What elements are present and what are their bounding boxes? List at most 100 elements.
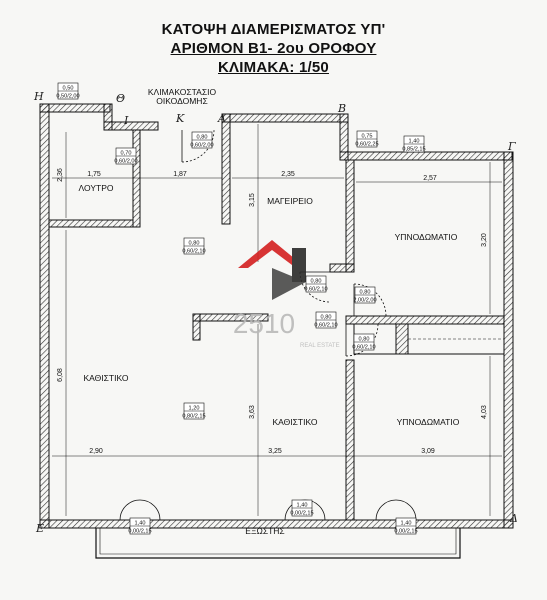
opening-box-top-text: 0,80 xyxy=(197,135,208,141)
wall-bath-bottom xyxy=(48,219,134,228)
plan-title-block: ΚΑΤΟΨΗ ΔΙΑΜΕΡΙΣΜΑΤΟΣ ΥΠ' ΑΡΙΘΜΟΝ Β1- 2ου… xyxy=(0,20,547,77)
logo-shape-icon xyxy=(272,268,306,300)
opening-box-bottom-text: 0,85/2,15 xyxy=(402,147,425,153)
plan-scale: ΚΛΙΜΑΚΑ: 1/50 xyxy=(218,59,329,76)
dim-bed2-width: 3,09 xyxy=(421,448,435,455)
dim-living-left-width: 2,90 xyxy=(89,448,103,455)
opening-box-o12: 1,40 0,00/2,15 xyxy=(128,517,152,535)
opening-box-bottom-text: 0,60/2,25 xyxy=(355,142,378,148)
wall-bed2-left xyxy=(345,359,355,521)
wall-kitchen-top xyxy=(221,113,349,123)
room-label-bedroom2: ΥΠΝΟΔΩΜΑΤΙΟ xyxy=(397,417,460,427)
dim-bath-height: 2,36 xyxy=(57,168,64,182)
corner-beta: Β xyxy=(337,102,346,115)
opening-box-top-text: 0,80 xyxy=(311,279,322,285)
dim-kitchen-height: 3,15 xyxy=(249,193,256,207)
opening-box-o13: 1,40 0,00/2,15 xyxy=(290,499,314,517)
dimension-lines xyxy=(52,124,502,516)
opening-box-bottom-text: 0,80/2,15 xyxy=(182,414,205,420)
dim-living-center-height: 3,63 xyxy=(249,405,256,419)
balcony-door-left xyxy=(119,499,161,521)
corner-epsilon: Ε xyxy=(35,522,44,535)
opening-box-o6: 0,80 0,60/2,10 xyxy=(182,237,206,255)
opening-box-bottom-text: 0,50/2,00 xyxy=(56,94,79,100)
room-label-living-left: ΚΑΘΙΣΤΙΚΟ xyxy=(84,373,129,383)
entrance-door-swing xyxy=(181,129,215,163)
opening-box-o3: 0,80 0,60/2,00 xyxy=(190,131,214,149)
corner-h: Η xyxy=(33,90,44,103)
dim-living-left-height: 6,08 xyxy=(57,368,64,382)
wall-kitchen-bottom xyxy=(329,263,355,273)
corner-kappa: Κ xyxy=(175,112,185,125)
room-label-balcony: ΕΞΩΣΤΗΣ xyxy=(245,526,284,536)
dim-hall-width: 1,87 xyxy=(173,171,187,178)
doors xyxy=(119,129,417,521)
opening-box-top-text: 1,40 xyxy=(135,521,146,527)
opening-box-top-text: 0,80 xyxy=(360,290,371,296)
opening-box-o10: 0,800,60/2,10 xyxy=(352,333,376,351)
room-label-bathroom: ΛΟΥΤΡΟ xyxy=(79,183,114,193)
logo-chimney-icon xyxy=(292,248,306,282)
opening-box-o1: 0,50 0,50/2,00 xyxy=(56,82,80,100)
room-label-stairwell-2: ΟΙΚΟΔΟΜΗΣ xyxy=(156,96,207,106)
wall-top-right xyxy=(339,151,513,161)
balcony-outline xyxy=(95,528,461,559)
opening-box-top-text: 0,80 xyxy=(359,337,370,343)
wall-kitchen-right xyxy=(345,159,355,273)
wall-bath-top xyxy=(103,121,159,131)
opening-box-bottom-text: 0,00/2,15 xyxy=(128,529,151,535)
room-label-bedroom1: ΥΠΝΟΔΩΜΑΤΙΟ xyxy=(395,232,458,242)
watermark-number: 2510 xyxy=(233,308,295,339)
corner-delta: Δ xyxy=(509,512,518,525)
plan-title: ΚΑΤΟΨΗ ΔΙΑΜΕΡΙΣΜΑΤΟΣ ΥΠ' xyxy=(161,21,386,38)
wall-kitchen-left xyxy=(221,113,231,225)
corner-theta: Θ xyxy=(116,92,125,105)
wall-outer-left xyxy=(39,103,50,529)
opening-box-bottom-text: 2,00/2,00 xyxy=(353,298,376,304)
wall-top-left xyxy=(39,103,111,113)
opening-box-o2: 0,700,60/2,00 xyxy=(114,147,138,165)
wardrobe xyxy=(353,323,505,355)
room-label-living-center: ΚΑΘΙΣΤΙΚΟ xyxy=(273,417,318,427)
opening-box-o9: 0,80 0,60/2,10 xyxy=(314,311,338,329)
opening-box-top-text: 1,40 xyxy=(409,139,420,145)
dim-bath-width: 1,75 xyxy=(87,171,101,178)
opening-box-top-text: 1,40 xyxy=(401,521,412,527)
dim-bed1-height: 3,20 xyxy=(481,233,488,247)
dim-kitchen-width: 2,35 xyxy=(281,171,295,178)
corner-alpha: Α xyxy=(217,112,226,125)
opening-box-bottom-text: 0,00/2,15 xyxy=(290,511,313,517)
opening-box-top-text: 1,20 xyxy=(189,406,200,412)
room-label-kitchen: ΜΑΓΕΙΡΕΙΟ xyxy=(267,196,313,206)
logo-roof-icon xyxy=(238,240,306,268)
opening-box-bottom-text: 0,60/2,10 xyxy=(182,249,205,255)
dim-bed1-width: 2,57 xyxy=(423,175,437,182)
opening-box-top-text: 1,40 xyxy=(297,503,308,509)
bedroom1-door-swing xyxy=(353,283,387,317)
opening-box-o5: 1,40 0,85/2,15 xyxy=(402,135,426,153)
opening-box-o7: 0,800,60/2,10 xyxy=(304,275,328,293)
corner-letters: Η Θ Ι Κ Α Β Γ Δ Ε xyxy=(33,90,518,535)
corner-iota: Ι xyxy=(123,114,129,127)
opening-box-top-text: 0,50 xyxy=(63,86,74,92)
opening-box-o11: 1,20 0,80/2,15 xyxy=(182,402,206,420)
opening-box-bottom-text: 0,60/2,10 xyxy=(314,323,337,329)
opening-box-top-text: 0,75 xyxy=(362,134,373,140)
wall-outer-right xyxy=(503,151,514,529)
wall-bath-right xyxy=(132,129,141,228)
room-labels: ΚΛΙΜΑΚΟΣΤΑΣΙΟ ΟΙΚΟΔΟΜΗΣ ΛΟΥΤΡΟ ΜΑΓΕΙΡΕΙΟ… xyxy=(79,87,460,536)
wall-bottom xyxy=(39,519,514,529)
wall-hall-stub xyxy=(192,313,201,341)
watermark-caption: REAL ESTATE xyxy=(300,343,340,349)
wall-bed1-bottom xyxy=(345,315,505,325)
dim-living-center-width: 3,25 xyxy=(268,448,282,455)
watermark-logo: 2510 REAL ESTATE xyxy=(233,240,340,349)
opening-box-o8: 0,80 2,00/2,00 xyxy=(353,286,377,304)
corner-gamma: Γ xyxy=(507,140,516,153)
opening-box-top-text: 0,80 xyxy=(321,315,332,321)
opening-box-o14: 1,400,00/2,15 xyxy=(394,517,418,535)
opening-box-o4: 0,75 0,60/2,25 xyxy=(355,130,379,148)
opening-box-top-text: 0,80 xyxy=(189,241,200,247)
opening-box-bottom-text: 0,60/2,00 xyxy=(190,143,213,149)
